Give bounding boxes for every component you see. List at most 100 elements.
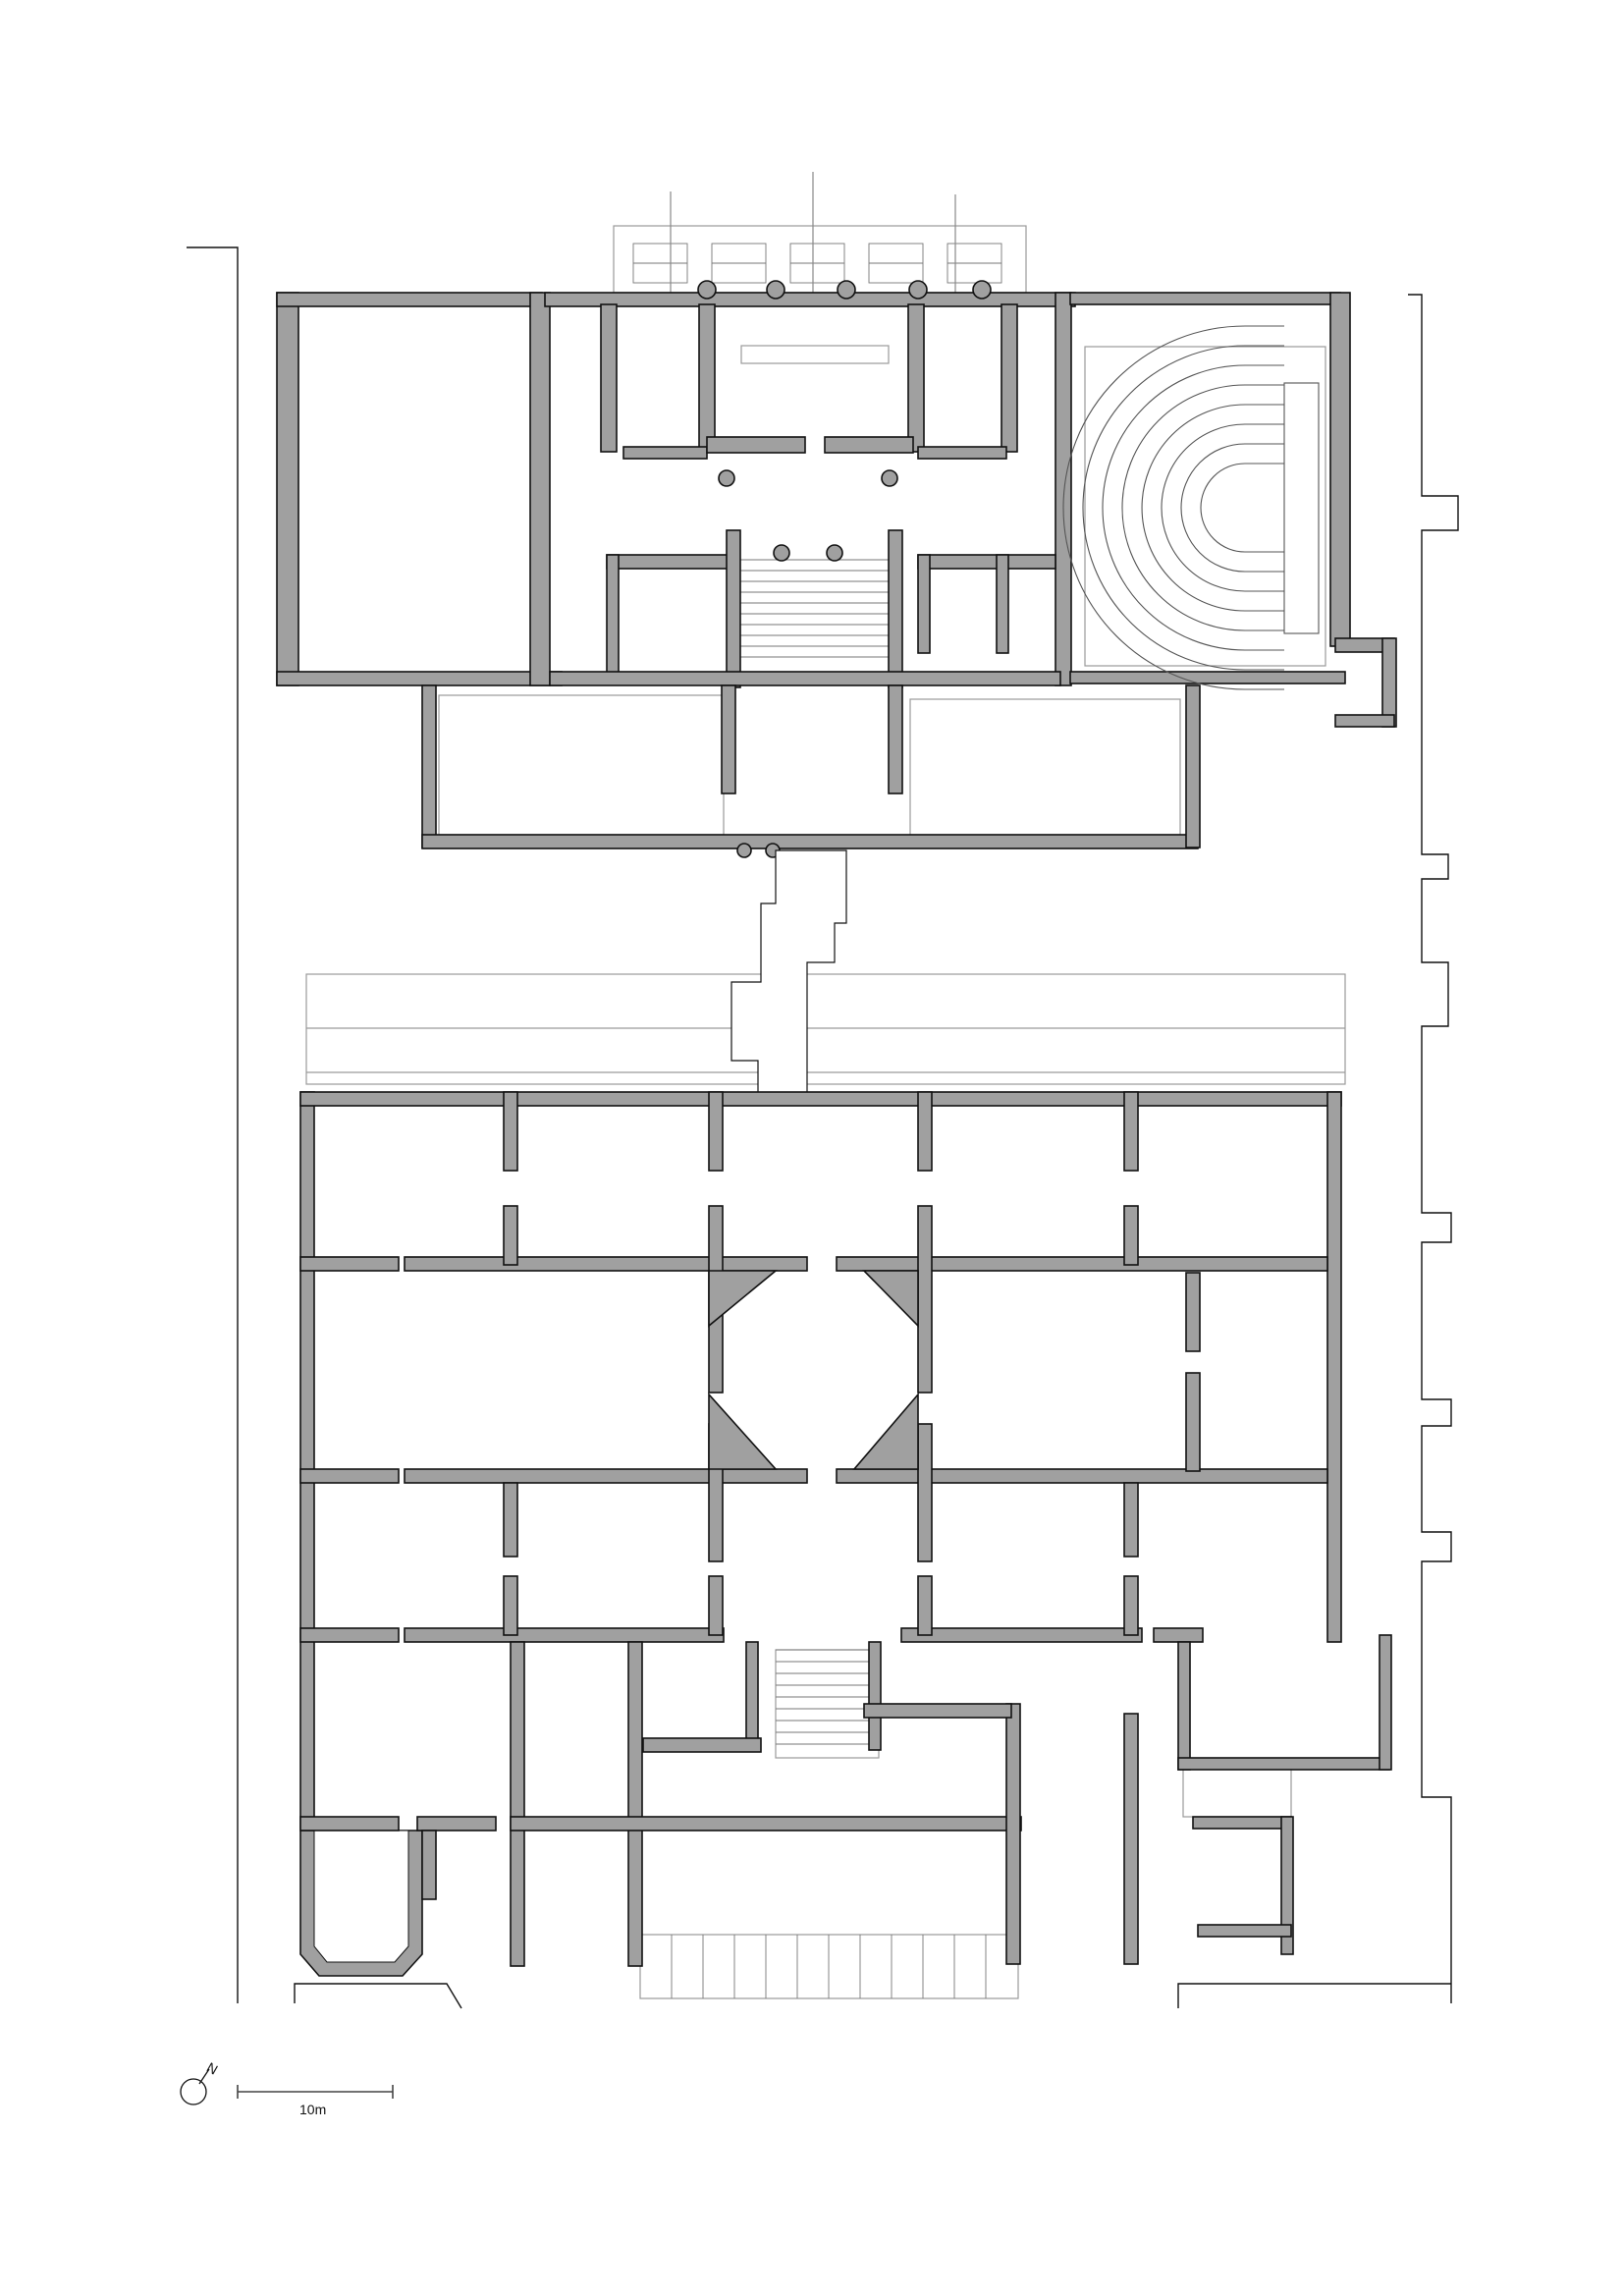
east-staircase (1182, 1767, 1292, 1818)
upper-building (276, 172, 1397, 858)
wall (698, 303, 716, 453)
wall (627, 1641, 643, 1967)
wall (836, 1468, 1328, 1484)
scale-label: 10m (299, 2102, 327, 2117)
wall (299, 1256, 400, 1272)
site-left-boundary (187, 246, 239, 2003)
legend: N (180, 2059, 394, 2105)
wall (276, 671, 563, 686)
seating-row (1200, 463, 1284, 553)
wall (1123, 1713, 1139, 1965)
wall (1123, 1091, 1139, 1172)
wall (421, 1830, 437, 1900)
seating-row (1161, 423, 1284, 592)
wall (404, 1256, 808, 1272)
auditorium-room (1084, 346, 1326, 667)
wall (622, 446, 708, 460)
lower-building (299, 1091, 1392, 1999)
wall (917, 446, 1007, 460)
seating-row (1180, 443, 1284, 573)
wall (1185, 1272, 1201, 1352)
wall (917, 1205, 933, 1394)
wall (888, 529, 903, 688)
hall-bench (740, 345, 890, 364)
wall (503, 1482, 518, 1558)
wall (917, 1423, 933, 1562)
terrace (305, 973, 1346, 1085)
wall (510, 1641, 525, 1967)
wall (1177, 1641, 1191, 1771)
octagonal-hall-pier (708, 1270, 779, 1328)
wall (1381, 637, 1397, 728)
wall (1185, 1372, 1201, 1472)
wall (1280, 1816, 1294, 1955)
seating-row (1121, 384, 1284, 631)
scale-bar (237, 2085, 394, 2099)
seating-row (1141, 404, 1284, 612)
wall (721, 684, 736, 794)
seating-row (1062, 325, 1284, 690)
wall (544, 292, 1076, 307)
wall (503, 1091, 518, 1172)
wall (1153, 1627, 1204, 1643)
wall (299, 1816, 400, 1831)
wall (708, 1575, 724, 1636)
column (697, 280, 717, 300)
octagonal-hall-pier (852, 1392, 919, 1470)
site-outline (187, 246, 1459, 2009)
wall (917, 554, 931, 654)
bottom-gallery (639, 1934, 1019, 1999)
wall (745, 1641, 759, 1751)
wall (1192, 1816, 1292, 1830)
column (908, 280, 928, 300)
column (972, 280, 992, 300)
wall (404, 1627, 725, 1643)
wall (299, 1468, 400, 1484)
wall (1069, 292, 1341, 305)
wall (642, 1737, 762, 1753)
wall (888, 684, 903, 794)
wall (907, 303, 925, 453)
auditorium-seating (1062, 325, 1326, 690)
wall (421, 684, 437, 848)
wall (917, 1091, 933, 1172)
courtyard-room (909, 698, 1181, 836)
wall (421, 834, 1199, 849)
column (718, 469, 735, 487)
seating-row (1082, 345, 1284, 671)
column (766, 280, 785, 300)
wall (503, 1575, 518, 1636)
site-bottom-left (294, 1983, 462, 2009)
wall (1005, 1703, 1021, 1965)
wall (1055, 292, 1072, 686)
north-arrow-icon (180, 2078, 207, 2105)
octagonal-hall-pier (708, 1392, 778, 1470)
wall (708, 1091, 724, 1172)
courtyard-room (438, 694, 725, 836)
wall (1177, 1757, 1390, 1771)
north-label: N (204, 2059, 221, 2078)
wall (299, 1091, 315, 1830)
wall (299, 1091, 1342, 1107)
wall (996, 554, 1009, 654)
wall (824, 436, 914, 454)
octagon-room (313, 1830, 409, 1963)
wall (868, 1641, 882, 1751)
wall (299, 1627, 400, 1643)
wall (606, 554, 620, 683)
column (736, 843, 752, 858)
wall (1379, 1634, 1392, 1771)
wall (836, 1256, 1328, 1272)
wall (726, 529, 741, 688)
wall (1123, 1575, 1139, 1636)
wall (1001, 303, 1018, 453)
column (837, 280, 856, 300)
wall (1334, 714, 1395, 728)
wall (503, 1205, 518, 1266)
wall (1069, 671, 1346, 684)
wall (549, 671, 1061, 686)
wall (1326, 1091, 1342, 1643)
wall (404, 1468, 808, 1484)
wall (276, 292, 543, 307)
wall (529, 292, 551, 686)
